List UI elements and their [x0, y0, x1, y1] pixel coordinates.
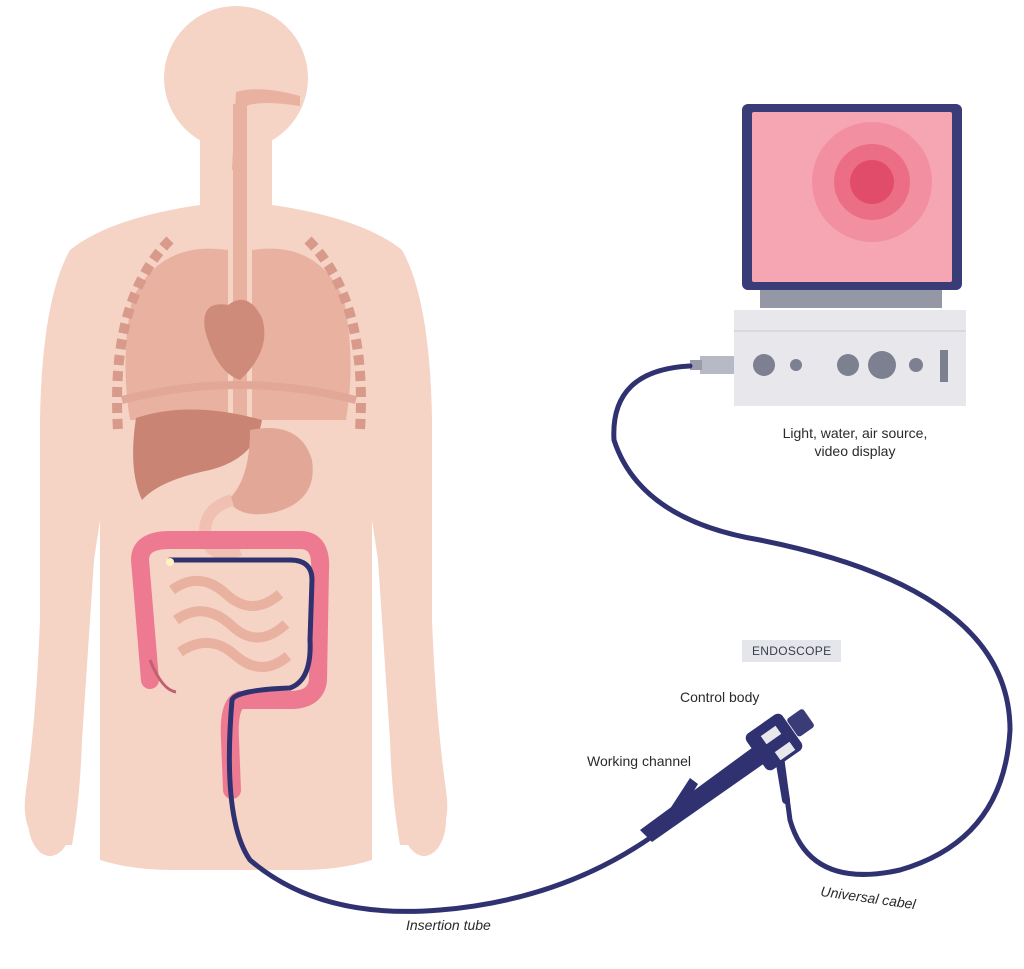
- insertion-tube-label: Insertion tube: [406, 916, 491, 934]
- endoscope-tag: ENDOSCOPE: [742, 640, 841, 662]
- monitor-icon: [690, 104, 966, 406]
- working-channel-label: Working channel: [587, 752, 691, 770]
- control-body-label: Control body: [680, 688, 759, 706]
- source-label-line1: Light, water, air source,: [770, 424, 940, 442]
- source-label-line2: video display: [770, 442, 940, 460]
